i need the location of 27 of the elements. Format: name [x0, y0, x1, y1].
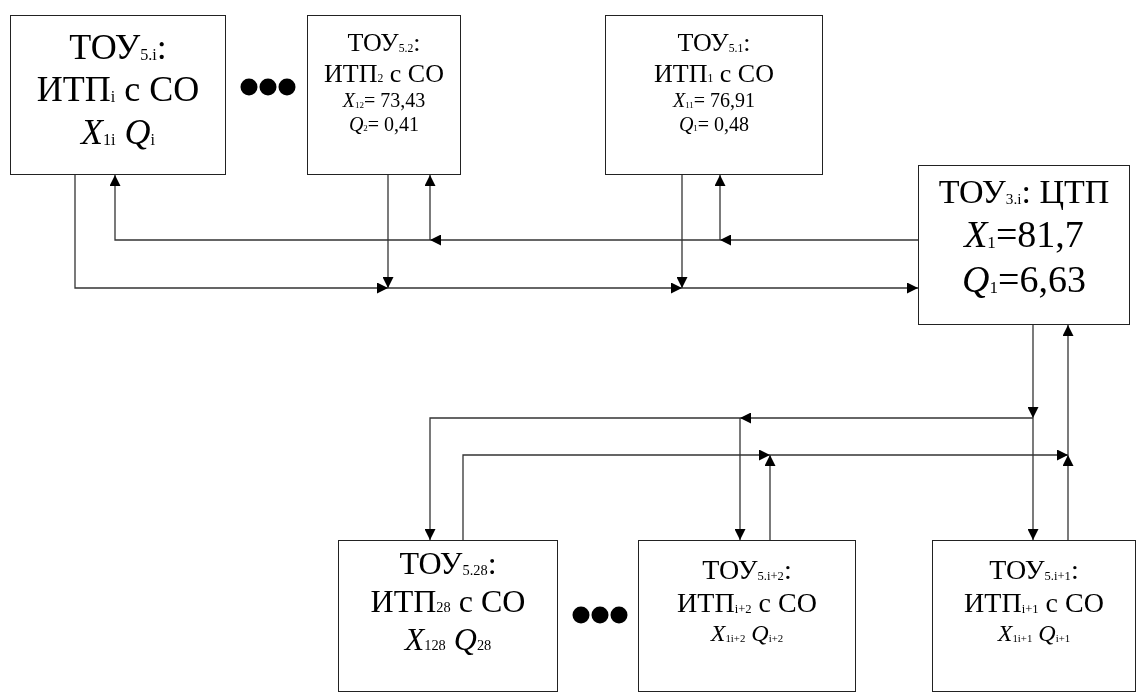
arrow — [387, 282, 683, 294]
arrow — [714, 174, 726, 241]
arrow — [676, 174, 688, 289]
process-box — [918, 165, 1130, 325]
arrow — [109, 174, 431, 241]
arrow — [382, 174, 394, 289]
arrow — [74, 174, 389, 294]
arrow — [1027, 417, 1039, 541]
process-box — [932, 540, 1136, 692]
arrow — [1062, 324, 1074, 456]
arrow — [462, 449, 771, 541]
arrow — [769, 449, 1069, 461]
arrow — [424, 174, 436, 241]
process-box — [638, 540, 856, 692]
arrow — [424, 417, 741, 541]
process-box — [338, 540, 558, 692]
process-box — [307, 15, 461, 175]
arrow — [429, 234, 721, 246]
process-box — [605, 15, 823, 175]
arrow — [739, 412, 1034, 424]
arrow — [719, 234, 919, 246]
arrow — [1027, 324, 1039, 419]
arrow — [734, 417, 746, 541]
arrow — [1062, 454, 1074, 541]
process-box — [10, 15, 226, 175]
arrow — [681, 282, 919, 294]
arrow — [764, 454, 776, 541]
